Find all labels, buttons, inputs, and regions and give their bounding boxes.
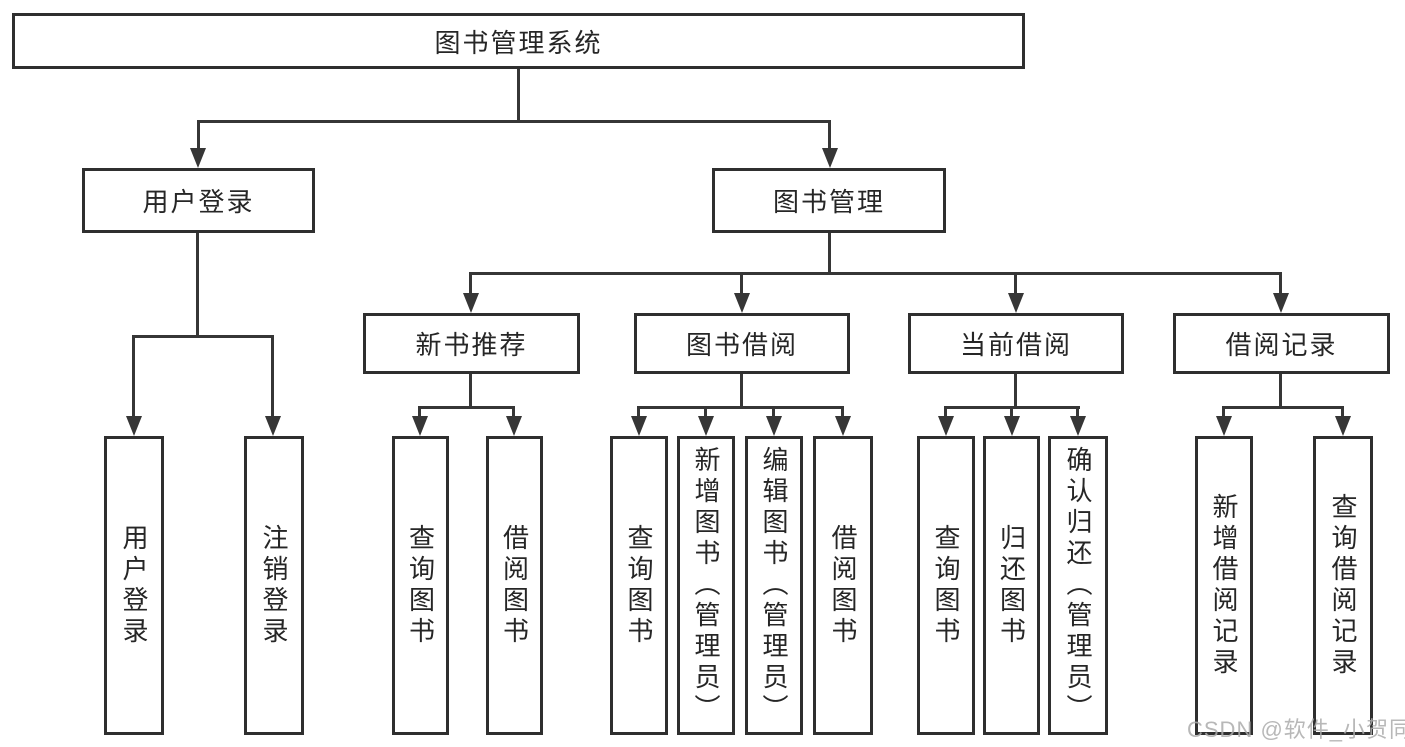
- v-line: [1341, 406, 1344, 418]
- leaf-user-login: 用户登录: [104, 436, 164, 735]
- v-line: [1279, 272, 1282, 294]
- h-line: [419, 406, 515, 409]
- leaf-confirm-return-admin-label: 确认归还（管理员）: [1063, 446, 1093, 725]
- v-line: [637, 406, 640, 418]
- leaf-logout-label: 注销登录: [259, 523, 289, 648]
- v-line: [517, 69, 520, 122]
- v-line: [1010, 406, 1013, 418]
- leaf-add-borrow-record-label: 新增借阅记录: [1209, 492, 1239, 679]
- v-line: [469, 272, 472, 294]
- arrowhead-down-icon: [1008, 293, 1024, 313]
- arrowhead-down-icon: [698, 416, 714, 436]
- leaf-borrow-books-1: 借阅图书: [486, 436, 543, 735]
- h-line: [132, 335, 274, 338]
- leaf-edit-books-admin: 编辑图书（管理员）: [745, 436, 803, 735]
- v-line: [512, 406, 515, 418]
- node-current-borrowing: 当前借阅: [908, 313, 1124, 374]
- leaf-query-books-3-label: 查询图书: [931, 523, 961, 648]
- v-line: [944, 406, 947, 418]
- node-book-management: 图书管理: [712, 168, 946, 233]
- v-line: [469, 374, 472, 408]
- node-borrowing-records-label: 借阅记录: [1225, 330, 1338, 360]
- leaf-add-books-admin: 新增图书（管理员）: [677, 436, 735, 735]
- v-line: [828, 233, 831, 274]
- arrowhead-down-icon: [265, 416, 281, 436]
- v-line: [418, 406, 421, 418]
- leaf-query-books-3: 查询图书: [917, 436, 975, 735]
- v-line: [1014, 272, 1017, 294]
- leaf-user-login-label: 用户登录: [119, 523, 149, 648]
- node-book-management-label: 图书管理: [772, 187, 885, 217]
- v-line: [740, 272, 743, 294]
- leaf-return-books: 归还图书: [983, 436, 1040, 735]
- arrowhead-down-icon: [190, 148, 206, 168]
- node-new-book-recommend-label: 新书推荐: [415, 330, 528, 360]
- v-line: [841, 406, 844, 418]
- node-borrowing-records: 借阅记录: [1173, 313, 1390, 374]
- arrowhead-down-icon: [766, 416, 782, 436]
- csdn-watermark: CSDN @软件_小贺同学: [1187, 717, 1405, 742]
- arrowhead-down-icon: [734, 293, 750, 313]
- leaf-return-books-label: 归还图书: [996, 523, 1027, 648]
- node-user-login-label: 用户登录: [142, 187, 255, 217]
- arrowhead-down-icon: [463, 293, 479, 313]
- node-book-borrowing: 图书借阅: [634, 313, 850, 374]
- v-line: [704, 406, 707, 418]
- node-root-system: 图书管理系统: [12, 13, 1025, 69]
- v-line: [271, 335, 274, 417]
- arrowhead-down-icon: [938, 416, 954, 436]
- arrowhead-down-icon: [1335, 416, 1351, 436]
- arrowhead-down-icon: [822, 148, 838, 168]
- leaf-edit-books-admin-label: 编辑图书（管理员）: [759, 446, 789, 725]
- leaf-query-books-1: 查询图书: [392, 436, 449, 735]
- node-root-system-label: 图书管理系统: [434, 27, 603, 58]
- node-user-login: 用户登录: [82, 168, 315, 233]
- arrowhead-down-icon: [1004, 416, 1020, 436]
- arrowhead-down-icon: [631, 416, 647, 436]
- node-current-borrowing-label: 当前借阅: [959, 330, 1072, 360]
- v-line: [1279, 374, 1282, 408]
- leaf-confirm-return-admin: 确认归还（管理员）: [1048, 436, 1108, 735]
- v-line: [828, 120, 831, 150]
- node-new-book-recommend: 新书推荐: [363, 313, 580, 374]
- v-line: [196, 233, 199, 337]
- arrowhead-down-icon: [506, 416, 522, 436]
- v-line: [1076, 406, 1079, 418]
- leaf-add-borrow-record: 新增借阅记录: [1195, 436, 1253, 735]
- arrowhead-down-icon: [1070, 416, 1086, 436]
- node-book-borrowing-label: 图书借阅: [685, 330, 798, 360]
- h-line: [470, 272, 1282, 275]
- leaf-query-borrow-record: 查询借阅记录: [1313, 436, 1373, 735]
- arrowhead-down-icon: [1273, 293, 1289, 313]
- v-line: [1014, 374, 1017, 408]
- v-line: [772, 406, 775, 418]
- h-line: [197, 120, 831, 123]
- arrowhead-down-icon: [126, 416, 142, 436]
- arrowhead-down-icon: [835, 416, 851, 436]
- arrowhead-down-icon: [412, 416, 428, 436]
- leaf-query-books-1-label: 查询图书: [405, 523, 436, 648]
- h-line: [1222, 406, 1344, 409]
- leaf-borrow-books-1-label: 借阅图书: [499, 523, 530, 648]
- h-line: [638, 406, 844, 409]
- leaf-query-books-2: 查询图书: [610, 436, 668, 735]
- v-line: [740, 374, 743, 408]
- leaf-borrow-books-2-label: 借阅图书: [828, 523, 858, 648]
- v-line: [1222, 406, 1225, 418]
- leaf-query-borrow-record-label: 查询借阅记录: [1328, 492, 1358, 679]
- leaf-borrow-books-2: 借阅图书: [813, 436, 873, 735]
- leaf-add-books-admin-label: 新增图书（管理员）: [691, 446, 721, 725]
- v-line: [132, 335, 135, 417]
- leaf-logout: 注销登录: [244, 436, 304, 735]
- v-line: [197, 120, 200, 150]
- leaf-query-books-2-label: 查询图书: [624, 523, 654, 648]
- arrowhead-down-icon: [1216, 416, 1232, 436]
